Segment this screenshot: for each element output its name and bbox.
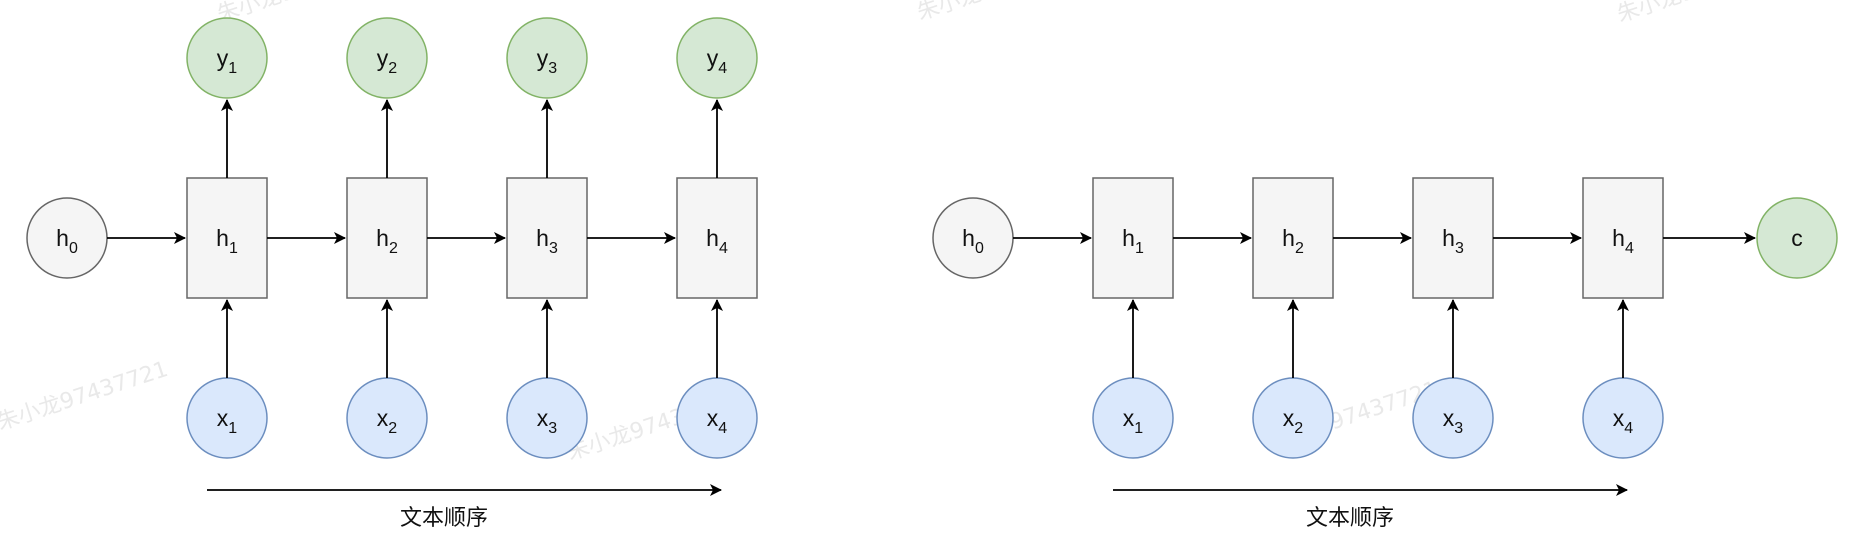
hidden-state-node-box (1412, 177, 1494, 299)
hidden-state-node-label-base: h (706, 225, 719, 251)
hidden-state-node-label-base: h (536, 225, 549, 251)
watermark-text: 朱小龙97437721 (914, 0, 1091, 26)
input-node-label-base: x (1123, 405, 1135, 431)
initial-state-node-label-base: h (56, 225, 69, 251)
hidden-state-node-label-subscript: 1 (229, 240, 238, 257)
input-node-label-subscript: 1 (1134, 420, 1143, 437)
output-node-label: y3 (537, 45, 558, 77)
hidden-state-node-label: h1 (1122, 225, 1144, 257)
hidden-state-node-label-subscript: 3 (1455, 240, 1464, 257)
input-node-label-base: x (217, 405, 229, 431)
output-node-circle (186, 17, 268, 99)
input-node-label-subscript: 4 (1624, 420, 1633, 437)
input-node-label-base: x (1443, 405, 1455, 431)
output-node-label-base: y (537, 45, 549, 71)
input-node-label-base: x (707, 405, 719, 431)
output-node-circle (676, 17, 758, 99)
input-node-label: x4 (1613, 405, 1634, 437)
output-node-label: y4 (707, 45, 728, 77)
input-node-label-base: x (377, 405, 389, 431)
output-node-label-subscript: 4 (718, 60, 727, 77)
output-node-label: y1 (217, 45, 238, 77)
hidden-state-node-label-base: h (216, 225, 229, 251)
input-node-label-base: x (537, 405, 549, 431)
text-order-caption: 文本顺序 (1306, 506, 1394, 531)
hidden-state-node-label-subscript: 3 (549, 240, 558, 257)
hidden-state-node-label-base: h (1122, 225, 1135, 251)
input-node-label-base: x (1283, 405, 1295, 431)
hidden-state-node-label: h4 (706, 225, 728, 257)
input-node-label-subscript: 3 (1454, 420, 1463, 437)
initial-state-node-label-base: h (962, 225, 975, 251)
input-node-label-base: x (1613, 405, 1625, 431)
input-node-label: x3 (537, 405, 558, 437)
hidden-state-node-label: h2 (1282, 225, 1304, 257)
hidden-state-node-label-subscript: 4 (1625, 240, 1634, 257)
final-output-node-label: c (1791, 225, 1803, 251)
initial-state-node-label-subscript: 0 (69, 240, 78, 257)
output-node-label-base: y (217, 45, 229, 71)
output-node-label-base: y (377, 45, 389, 71)
input-node-label: x1 (217, 405, 238, 437)
hidden-state-node-label-subscript: 4 (719, 240, 728, 257)
input-node-label-subscript: 4 (718, 420, 727, 437)
output-node-label-subscript: 2 (388, 60, 397, 77)
hidden-state-node-label-base: h (1612, 225, 1625, 251)
final-output-node-label-base: c (1791, 225, 1803, 251)
hidden-state-node-box (186, 177, 268, 299)
input-node-label-subscript: 2 (388, 420, 397, 437)
output-node-label: y2 (377, 45, 398, 77)
hidden-state-node-label-base: h (376, 225, 389, 251)
input-node-label: x4 (707, 405, 728, 437)
watermark-text: 朱小龙97437721 (0, 357, 171, 436)
hidden-state-node-label: h3 (1442, 225, 1464, 257)
initial-state-node-label-subscript: 0 (975, 240, 984, 257)
input-node-label: x2 (1283, 405, 1304, 437)
hidden-state-node-box (506, 177, 588, 299)
hidden-state-node-label: h3 (536, 225, 558, 257)
output-node-label-subscript: 1 (228, 60, 237, 77)
input-node-label: x3 (1443, 405, 1464, 437)
input-node-label-subscript: 2 (1294, 420, 1303, 437)
output-node-label-subscript: 3 (548, 60, 557, 77)
hidden-state-node-label-base: h (1282, 225, 1295, 251)
hidden-state-node-label-subscript: 1 (1135, 240, 1144, 257)
hidden-state-node-label: h1 (216, 225, 238, 257)
initial-state-node-label: h0 (56, 225, 78, 257)
watermark-layer: 朱小龙97437721朱小龙97437721朱小龙97437721朱小龙9743… (0, 0, 1791, 466)
initial-state-node-label: h0 (962, 225, 984, 257)
input-node-label-subscript: 3 (548, 420, 557, 437)
text-order-caption: 文本顺序 (400, 506, 488, 531)
input-node-label: x2 (377, 405, 398, 437)
hidden-state-node-label: h2 (376, 225, 398, 257)
final-output-node-circle (1756, 197, 1838, 279)
input-node-label: x1 (1123, 405, 1144, 437)
hidden-state-node-label: h4 (1612, 225, 1634, 257)
hidden-state-node-box (1252, 177, 1334, 299)
output-node-circle (506, 17, 588, 99)
hidden-state-node-box (1582, 177, 1664, 299)
hidden-state-node-label-subscript: 2 (1295, 240, 1304, 257)
output-node-circle (346, 17, 428, 99)
output-node-label-base: y (707, 45, 719, 71)
hidden-state-node-label-base: h (1442, 225, 1455, 251)
hidden-state-node-box (1092, 177, 1174, 299)
hidden-state-node-label-subscript: 2 (389, 240, 398, 257)
input-node-label-subscript: 1 (228, 420, 237, 437)
watermark-text: 朱小龙97437721 (1614, 0, 1791, 28)
